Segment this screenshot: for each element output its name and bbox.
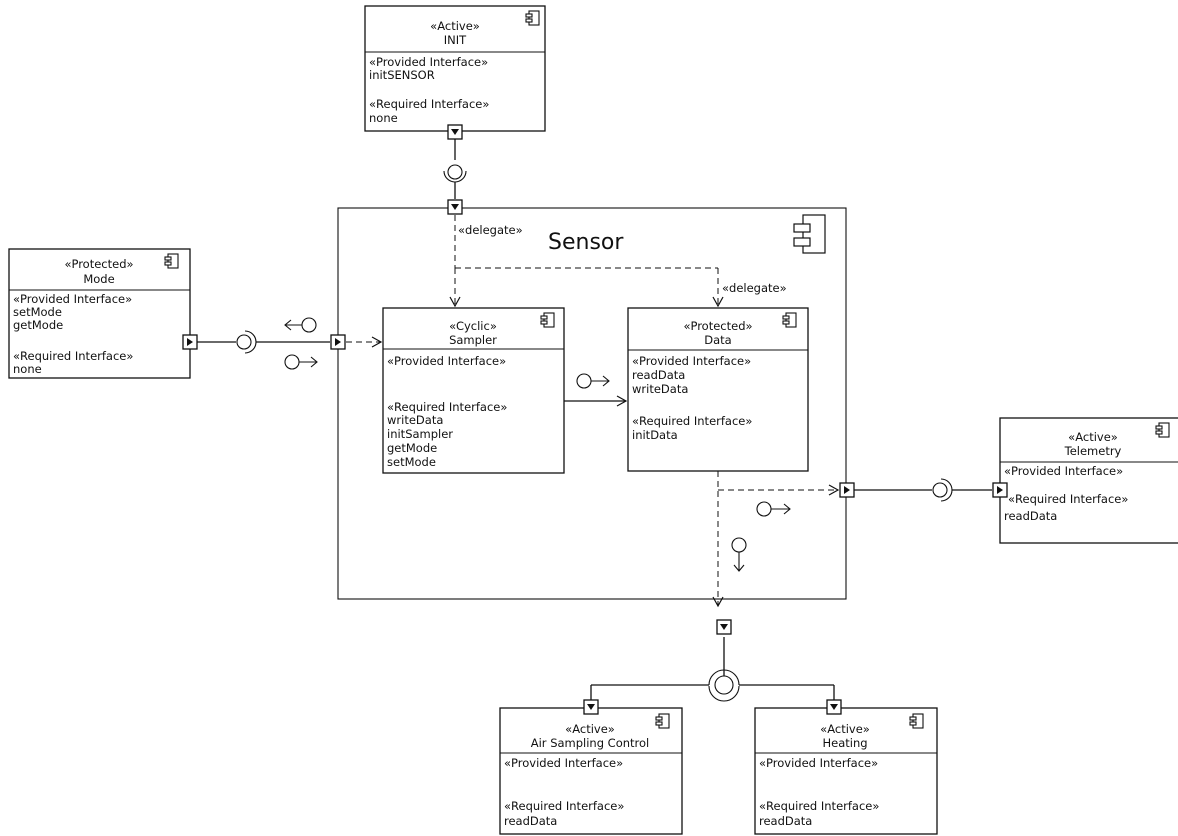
port-sensor-right[interactable] — [839, 482, 855, 498]
component-telemetry[interactable]: «Active» Telemetry «Provided Interface» … — [999, 417, 1178, 544]
interface-line: readData — [504, 814, 557, 828]
interface-line: writeData — [387, 413, 443, 427]
required-interface-icon — [244, 330, 257, 354]
stereotype-label: «Cyclic» — [449, 319, 497, 333]
port-heating-top[interactable] — [826, 699, 842, 715]
delegate-label: «delegate» — [458, 223, 523, 237]
interface-line: writeData — [632, 382, 688, 396]
connector-mode-sensor — [197, 317, 383, 370]
interface-line: «Provided Interface» — [1004, 464, 1123, 478]
component-heating[interactable]: «Active» Heating «Provided Interface» «R… — [754, 707, 938, 835]
stereotype-label: «Active» — [1068, 430, 1118, 444]
delegate-connectors-top: «delegate» «delegate» — [449, 215, 787, 308]
port-telemetry-left[interactable] — [992, 482, 1008, 498]
stereotype-label: «Active» — [430, 19, 480, 33]
interface-line: setMode — [387, 455, 436, 469]
interface-line: readData — [1004, 509, 1057, 523]
component-data[interactable]: «Protected» Data «Provided Interface» re… — [627, 307, 809, 472]
component-name: Heating — [822, 736, 867, 750]
component-name: Mode — [83, 272, 114, 286]
interface-line: none — [369, 111, 398, 125]
interface-line: initData — [632, 428, 678, 442]
interface-line: «Provided Interface» — [13, 292, 132, 306]
interface-line: «Provided Interface» — [387, 354, 506, 368]
interface-line: readData — [759, 814, 812, 828]
component-name: Sampler — [449, 333, 497, 347]
interface-line: «Provided Interface» — [504, 756, 623, 770]
component-name: Telemetry — [1064, 444, 1122, 458]
interface-line: initSENSOR — [369, 68, 435, 82]
provided-interface-icon — [932, 482, 948, 498]
component-name: INIT — [444, 33, 467, 47]
sensor-component-icon — [793, 214, 826, 254]
interface-line: «Required Interface» — [1008, 492, 1128, 506]
connector-init-sensor — [443, 138, 467, 199]
interface-line: «Provided Interface» — [632, 354, 751, 368]
sensor-title: Sensor — [548, 230, 624, 255]
connector-sampler-data — [564, 373, 628, 407]
component-name: Data — [704, 333, 731, 347]
interface-line: «Provided Interface» — [759, 756, 878, 770]
interface-line: «Required Interface» — [387, 400, 507, 414]
provided-interface-icon — [714, 675, 734, 695]
required-interface-icon — [443, 170, 467, 183]
interface-line: readData — [632, 368, 685, 382]
interface-line: «Required Interface» — [13, 349, 133, 363]
provided-interface-icon — [236, 334, 252, 350]
stereotype-label: «Active» — [820, 722, 870, 736]
port-sensor-bottom[interactable] — [716, 619, 732, 635]
interface-line: initSampler — [387, 427, 453, 441]
stereotype-label: «Protected» — [64, 257, 133, 271]
component-sampler[interactable]: «Cyclic» Sampler «Provided Interface» «R… — [382, 307, 565, 474]
port-mode-right[interactable] — [182, 334, 198, 350]
interface-line: getMode — [387, 441, 437, 455]
component-mode[interactable]: «Protected» Mode «Provided Interface» se… — [8, 248, 191, 379]
provided-interface-icon — [447, 164, 463, 180]
component-init[interactable]: «Active» INIT «Provided Interface» initS… — [364, 5, 546, 132]
interface-line: «Required Interface» — [632, 414, 752, 428]
interface-line: «Required Interface» — [759, 799, 879, 813]
delegate-label: «delegate» — [722, 281, 787, 295]
connector-data-telemetry — [712, 471, 992, 608]
required-interface-icon — [940, 478, 953, 502]
stereotype-label: «Protected» — [683, 319, 752, 333]
port-air-top[interactable] — [583, 699, 599, 715]
port-sensor-left[interactable] — [330, 334, 346, 350]
required-interface-icon — [708, 669, 740, 686]
connector-sensor-actuators — [590, 637, 835, 702]
port-init-bottom[interactable] — [447, 124, 463, 140]
port-sensor-top[interactable] — [447, 199, 463, 215]
stereotype-label: «Active» — [565, 722, 615, 736]
component-name: Air Sampling Control — [531, 736, 650, 750]
interface-line: «Provided Interface» — [369, 55, 488, 69]
interface-line: «Required Interface» — [504, 799, 624, 813]
interface-line: setMode — [13, 305, 62, 319]
interface-line: «Required Interface» — [369, 97, 489, 111]
interface-line: getMode — [13, 318, 63, 332]
interface-line: none — [13, 362, 42, 376]
component-air-sampling-control[interactable]: «Active» Air Sampling Control «Provided … — [499, 707, 683, 835]
